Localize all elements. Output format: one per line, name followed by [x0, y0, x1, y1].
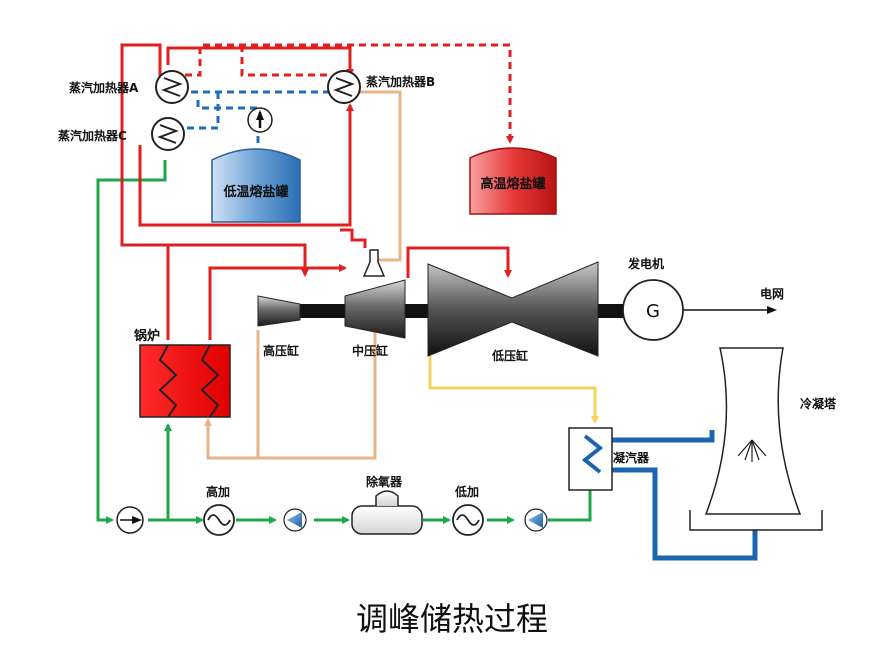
hp-cylinder-label: 高压缸: [263, 343, 299, 358]
low-temp-salt-tank: 低温熔盐罐: [211, 148, 301, 223]
high-temp-salt-tank: 高温熔盐罐: [469, 147, 557, 215]
lp-cylinder: 低压缸: [427, 261, 599, 363]
valve-icon: [362, 249, 386, 277]
cooling-water-pipes: [603, 430, 758, 561]
heat-exchanger-icon: [207, 514, 231, 526]
spray-icon: [737, 439, 767, 462]
cooling-tower: 冷凝塔: [689, 347, 837, 531]
hp-heater: 高加: [203, 484, 235, 536]
heat-exchanger-icon: [456, 514, 480, 526]
diagram-caption: 调峰储热过程: [356, 600, 548, 638]
heat-exchanger-icon: [333, 77, 355, 97]
salt-hot-dashed-pipe: [185, 43, 514, 144]
boiler: 锅炉: [134, 328, 231, 418]
deaerator-label: 除氧器: [366, 474, 403, 489]
ip-cylinder: 中压缸: [344, 279, 406, 358]
cooling-tower-label: 冷凝塔: [800, 396, 837, 411]
feed-pump-left: [116, 506, 144, 534]
lp-heater-label: 低加: [454, 484, 479, 499]
pump-icon: [283, 508, 307, 532]
heat-exchanger-icon: [157, 124, 179, 144]
generator: G 发电机: [622, 256, 684, 341]
heater-a-label: 蒸汽加热器A: [69, 80, 139, 95]
hp-heater-label: 高加: [206, 484, 230, 499]
condenser-label: 凝汽器: [613, 450, 650, 465]
steam-heater-b: 蒸汽加热器B: [327, 70, 435, 104]
salt-pump: [247, 107, 273, 133]
condenser: 凝汽器: [568, 427, 650, 491]
lp-exhaust-pipe: [428, 355, 599, 424]
steam-heater-a: 蒸汽加热器A: [69, 70, 189, 104]
ip-cylinder-label: 中压缸: [352, 343, 388, 358]
heat-exchanger-icon: [161, 77, 183, 97]
hp-cylinder: 高压缸: [257, 295, 301, 358]
grid-label: 电网: [760, 286, 784, 301]
heater-c-label: 蒸汽加热器C: [58, 128, 127, 143]
generator-symbol: G: [646, 301, 660, 322]
feedwater-pipes: [96, 160, 592, 524]
lp-cylinder-label: 低压缸: [491, 348, 528, 363]
reheat-return-pipes: [204, 90, 402, 460]
generator-label: 发电机: [627, 256, 664, 271]
pump-icon: [524, 508, 548, 532]
high-temp-tank-label: 高温熔盐罐: [480, 176, 545, 192]
lp-heater: 低加: [452, 484, 484, 536]
steam-heater-c: 蒸汽加热器C: [58, 117, 185, 151]
heater-b-label: 蒸汽加热器B: [366, 74, 435, 89]
boiler-label: 锅炉: [134, 328, 160, 344]
deaerator: 除氧器: [351, 474, 423, 535]
low-temp-tank-label: 低温熔盐罐: [222, 184, 288, 200]
